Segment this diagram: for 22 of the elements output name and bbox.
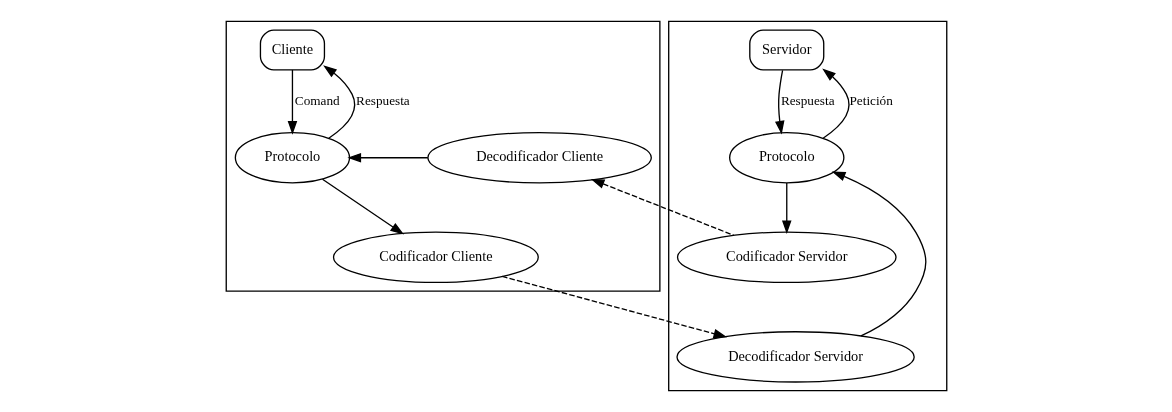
cluster [225, 20, 661, 292]
arrow [501, 275, 727, 339]
arrow [831, 171, 926, 337]
edge-label: Respuesta [780, 92, 835, 108]
edge-label: Respuesta [355, 92, 410, 108]
node-box: Servidor [748, 29, 824, 71]
arrow [322, 65, 355, 139]
arrow [774, 69, 784, 135]
node-ellipse: Codificador Servidor [676, 231, 897, 284]
arrow [321, 178, 404, 235]
node-ellipse: Protocolo [234, 131, 350, 184]
arrow [821, 68, 849, 139]
arrow [781, 182, 792, 235]
arrow [287, 69, 297, 135]
node-box: Cliente [259, 29, 325, 71]
node-ellipse: Decodificador Cliente [426, 131, 652, 184]
edge-label: Petición [848, 92, 893, 108]
node-ellipse: Codificador Cliente [332, 231, 539, 284]
cluster [667, 20, 947, 392]
arrow [590, 179, 734, 236]
arrow [346, 152, 428, 163]
edge-label: Comand [294, 92, 340, 108]
